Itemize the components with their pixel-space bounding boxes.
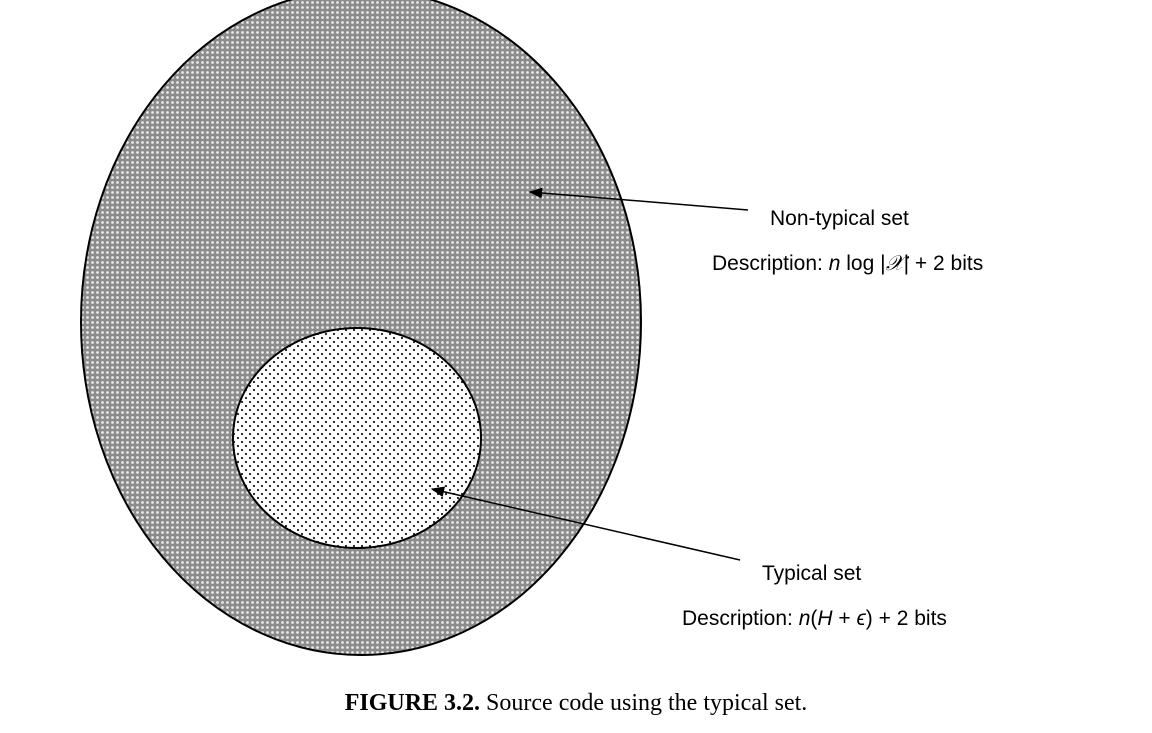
non-typical-description: Description: n log |𝒳| + 2 bits — [712, 251, 983, 275]
typical-desc-open: ( — [810, 607, 817, 630]
typical-desc-entropy: H — [817, 607, 833, 630]
typical-desc-epsilon: ϵ — [857, 607, 867, 630]
typical-title: Typical set — [762, 562, 861, 585]
typical-desc-suffix: ) + 2 bits — [866, 607, 947, 630]
non-typical-desc-log: log | — [840, 252, 885, 275]
typical-desc-var: n — [799, 607, 811, 630]
figure-caption-label: FIGURE 3.2. — [345, 690, 480, 716]
non-typical-desc-prefix: Description: — [712, 252, 829, 275]
non-typical-title: Non-typical set — [770, 207, 909, 230]
non-typical-desc-suffix: | + 2 bits — [904, 252, 984, 275]
typical-desc-prefix: Description: — [682, 607, 799, 630]
typical-description: Description: n(H + ϵ) + 2 bits — [682, 607, 947, 630]
figure-caption: FIGURE 3.2. Source code using the typica… — [345, 690, 808, 716]
typical-set-region — [232, 327, 482, 549]
non-typical-arrow — [528, 187, 749, 211]
figure-caption-text: Source code using the typical set. — [480, 690, 807, 716]
non-typical-desc-var: n — [829, 252, 841, 275]
typical-arrow — [430, 486, 741, 561]
typical-desc-plus: + — [833, 607, 857, 630]
